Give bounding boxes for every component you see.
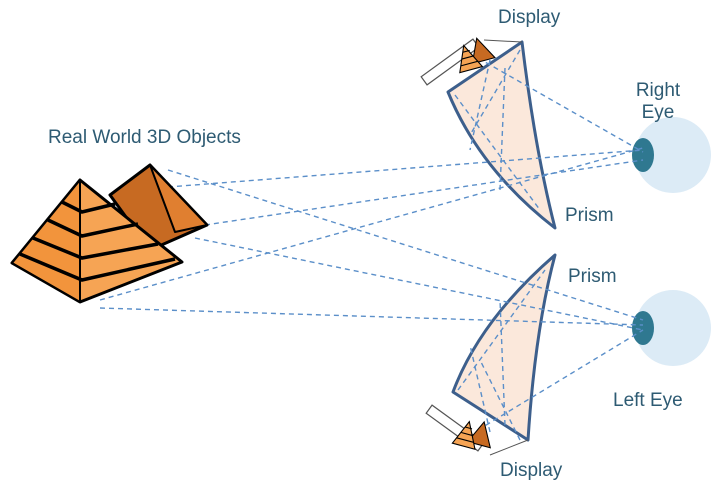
- right-eye-label: Right Eye: [632, 80, 684, 124]
- prism-top-label: Prism: [565, 205, 614, 226]
- display-top: [420, 34, 523, 86]
- left-eye-label: Left Eye: [613, 390, 683, 411]
- real-world-label: Real World 3D Objects: [48, 127, 241, 148]
- left-eye: [632, 290, 711, 366]
- right-eye-label-line2: Eye: [641, 101, 675, 123]
- display-bottom-label: Display: [500, 460, 563, 481]
- real-world-pyramids: [10, 163, 209, 304]
- display-top-label: Display: [498, 7, 561, 28]
- right-eye: [632, 117, 711, 193]
- right-eye-label-line1: Right: [635, 80, 681, 101]
- light-rays: [99, 49, 644, 441]
- display-bottom: [425, 404, 529, 456]
- right-eye-pupil: [632, 138, 654, 172]
- left-eye-pupil: [632, 311, 654, 345]
- prism-top: [446, 40, 557, 230]
- prism-bottom-label: Prism: [568, 266, 617, 287]
- prism-bottom: [451, 253, 557, 442]
